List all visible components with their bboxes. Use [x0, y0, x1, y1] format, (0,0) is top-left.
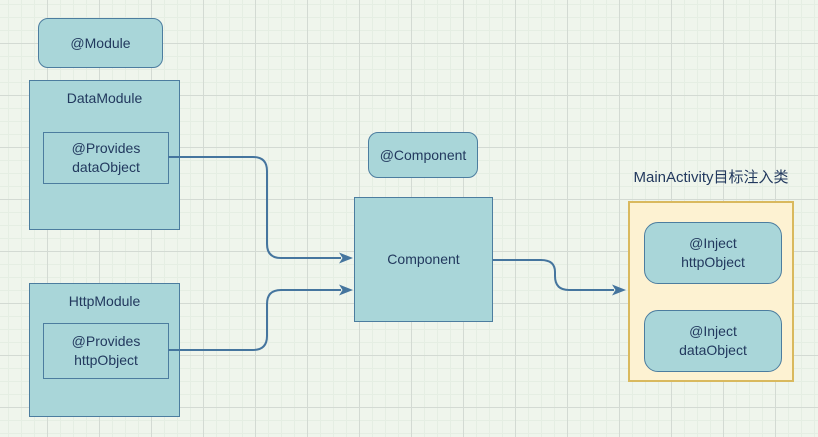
connector-httpprovides-arrowhead — [339, 284, 353, 296]
http-provides-box: @Provides httpObject — [43, 323, 169, 379]
inject-http-box: @Inject httpObject — [644, 222, 782, 284]
target-class-caption: MainActivity目标注入类 — [633, 169, 789, 186]
component-annotation-label: @Component — [379, 146, 467, 163]
module-annotation-label: @Module — [70, 34, 131, 51]
inject-data-annotation: @Inject — [689, 323, 737, 339]
target-group-box: @Inject httpObject @Inject dataObject — [628, 201, 794, 382]
connector-dataprovides-arrowhead — [339, 252, 353, 264]
connector-httpprovides-to-component — [168, 289, 341, 351]
inject-http-annotation: @Inject — [689, 235, 737, 251]
data-provides-object: dataObject — [72, 159, 140, 175]
component-annotation-node: @Component — [368, 132, 478, 178]
http-provides-annotation: @Provides — [71, 333, 141, 349]
data-module-title: DataModule — [66, 90, 143, 106]
connector-dataprovides-to-component — [168, 156, 341, 259]
connector-component-arrowhead — [612, 284, 626, 296]
data-module-node: DataModule @Provides dataObject — [29, 80, 180, 230]
inject-http-object: httpObject — [681, 254, 745, 270]
connector-component-to-target — [493, 259, 614, 291]
inject-data-box: @Inject dataObject — [644, 310, 782, 372]
http-module-node: HttpModule @Provides httpObject — [29, 283, 180, 417]
http-provides-object: httpObject — [74, 352, 138, 368]
data-provides-box: @Provides dataObject — [43, 132, 169, 184]
inject-data-object: dataObject — [679, 342, 747, 358]
data-provides-annotation: @Provides — [71, 140, 141, 156]
module-annotation-node: @Module — [38, 18, 163, 68]
component-label: Component — [387, 251, 460, 267]
http-module-title: HttpModule — [68, 293, 141, 309]
component-box: Component — [354, 197, 493, 322]
